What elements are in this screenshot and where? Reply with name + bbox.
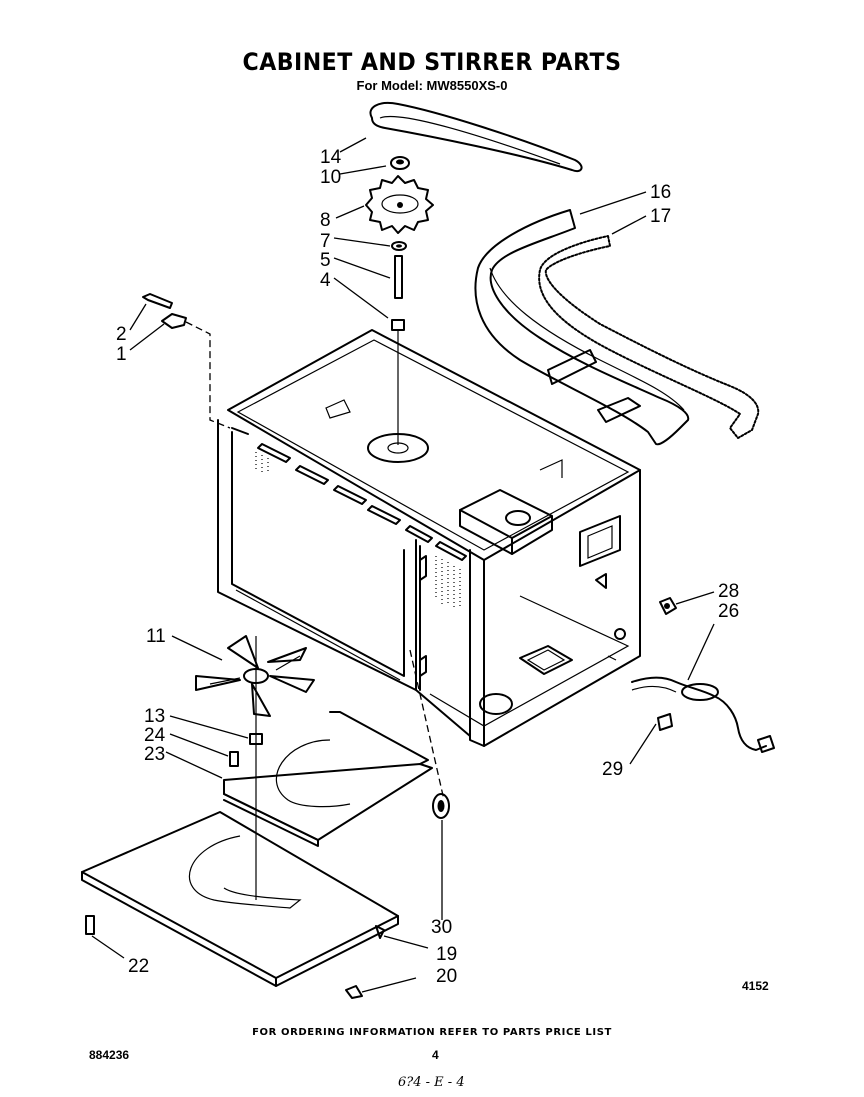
callout-17: 17 — [650, 206, 671, 227]
callout-11: 11 — [146, 626, 166, 647]
bushing-drawing — [391, 319, 405, 445]
callout-13: 13 — [144, 706, 165, 727]
model-subtitle: For Model: MW8550XS-0 — [356, 78, 508, 93]
roller-drawing — [409, 649, 450, 819]
callout-5: 5 — [320, 250, 331, 271]
callout-28: 28 — [718, 581, 739, 602]
air-guide-panel-drawing — [223, 711, 433, 847]
bottom-plate-drawing — [81, 811, 399, 987]
document-number: 884236 — [89, 1048, 130, 1062]
callout-19: 19 — [436, 944, 457, 965]
callout-1: 1 — [116, 344, 127, 365]
air-duct-and-gasket-drawing — [474, 209, 760, 446]
stirrer-pulley-drawing — [365, 175, 434, 234]
callout-24: 24 — [144, 725, 166, 746]
stirrer-belt-drawing — [369, 102, 583, 172]
callout-labels: 14 10 8 7 5 4 2 1 16 17 11 13 24 23 28 2… — [116, 147, 739, 987]
handwritten-note: 6?4 - E - 4 — [398, 1075, 465, 1090]
small-washer-drawing — [391, 241, 407, 251]
power-cord-drawing — [631, 676, 775, 753]
callout-14: 14 — [320, 147, 342, 168]
stirrer-shaft-drawing — [394, 255, 403, 299]
callout-23: 23 — [144, 744, 165, 765]
small-hardware-drawing — [85, 597, 677, 999]
callout-2: 2 — [116, 324, 127, 345]
cabinet-drawing — [217, 329, 641, 747]
page-title: CABINET AND STIRRER PARTS — [242, 48, 622, 76]
nut-and-spacer-drawing — [229, 733, 263, 767]
callout-22: 22 — [128, 956, 149, 977]
callout-8: 8 — [320, 210, 331, 231]
washer-drawing — [390, 156, 410, 170]
page-number: 4 — [432, 1048, 439, 1062]
callout-30: 30 — [431, 917, 452, 938]
stirrer-blade-drawing — [195, 635, 315, 900]
callout-7: 7 — [320, 231, 331, 252]
ordering-note: FOR ORDERING INFORMATION REFER TO PARTS … — [252, 1027, 612, 1038]
callout-10: 10 — [320, 167, 341, 188]
screw-and-clip-drawing — [142, 293, 231, 429]
callout-16: 16 — [650, 182, 671, 203]
callout-leaders — [91, 137, 715, 993]
callout-26: 26 — [718, 601, 739, 622]
callout-29: 29 — [602, 759, 623, 780]
callout-20: 20 — [436, 966, 457, 987]
callout-4: 4 — [320, 270, 331, 291]
figure-reference: 4152 — [742, 979, 769, 993]
